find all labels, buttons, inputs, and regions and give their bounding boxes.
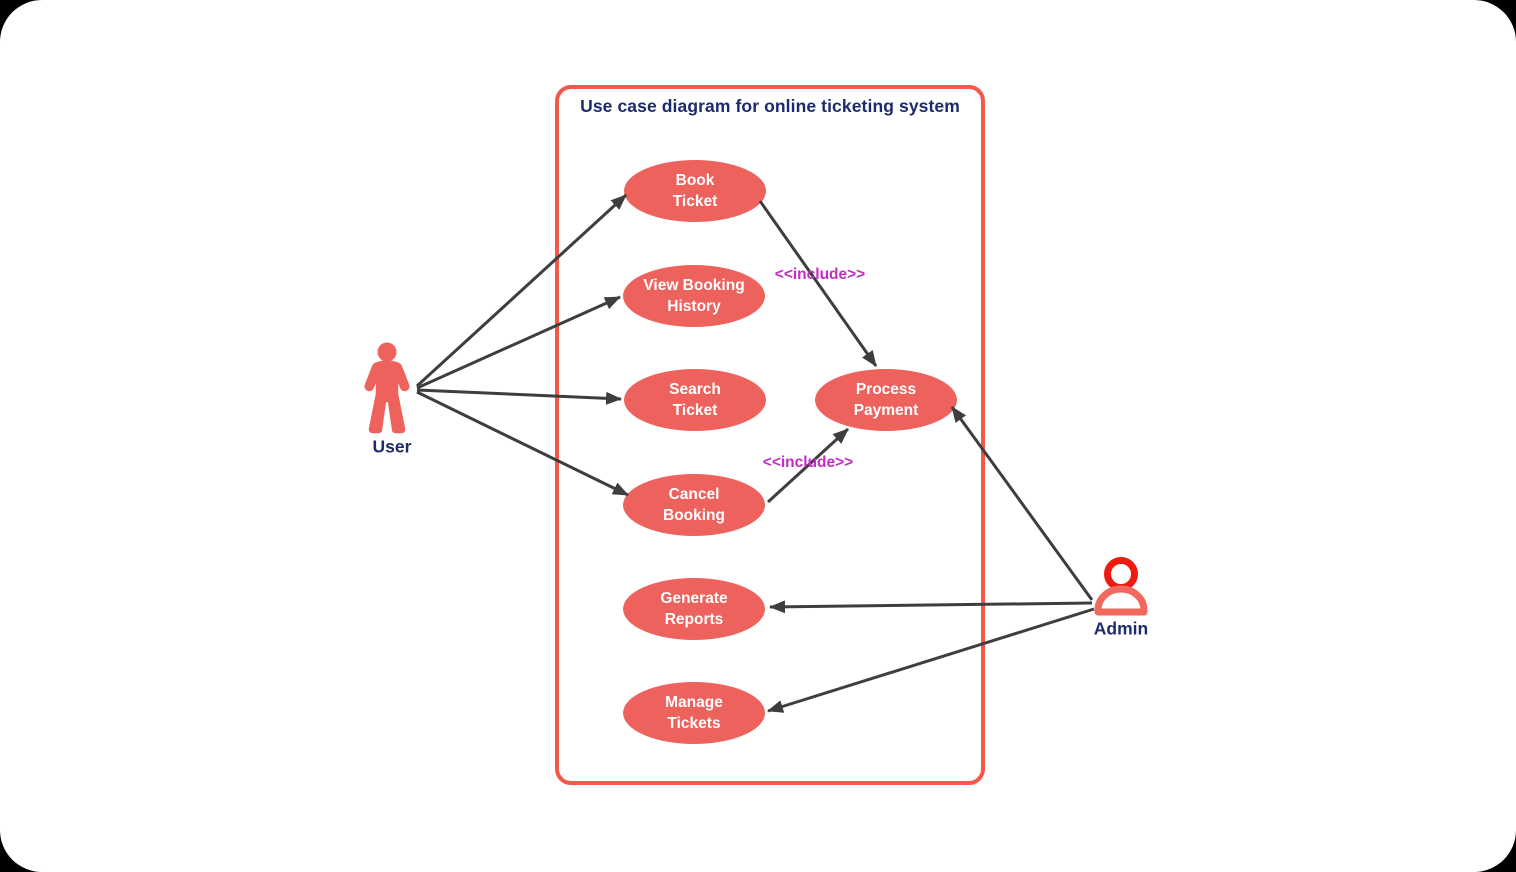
usecase-search-ticket: Search Ticket [624,369,766,431]
usecase-view-booking-history: View Booking History [623,265,765,327]
user-actor-label: User [372,436,412,457]
include-label-cancel-payment: <<include>> [762,454,854,471]
usecase-book-ticket: Book Ticket [624,160,766,222]
include-label-book-payment: <<include>> [774,266,866,283]
usecase-manage-tickets-label: Manage Tickets [665,694,723,732]
usecase-cancel-booking-label: Cancel Booking [663,486,725,524]
admin-actor-icon [1094,557,1148,616]
usecase-process-payment-label: Process Payment [853,381,919,419]
user-actor-icon [364,342,410,434]
usecase-generate-reports-label: Generate Reports [660,590,728,628]
usecase-view-booking-history-label: View Booking History [643,277,745,315]
system-boundary: Use case diagram for online ticketing sy… [555,85,985,785]
usecase-search-ticket-label: Search Ticket [669,381,721,419]
usecase-manage-tickets: Manage Tickets [623,682,765,744]
admin-actor-label: Admin [1093,618,1149,639]
diagram-title: Use case diagram for online ticketing sy… [580,96,960,116]
usecase-cancel-booking: Cancel Booking [623,474,765,536]
usecase-generate-reports: Generate Reports [623,578,765,640]
usecase-process-payment: Process Payment [815,369,957,431]
usecase-book-ticket-label: Book Ticket [672,172,718,210]
